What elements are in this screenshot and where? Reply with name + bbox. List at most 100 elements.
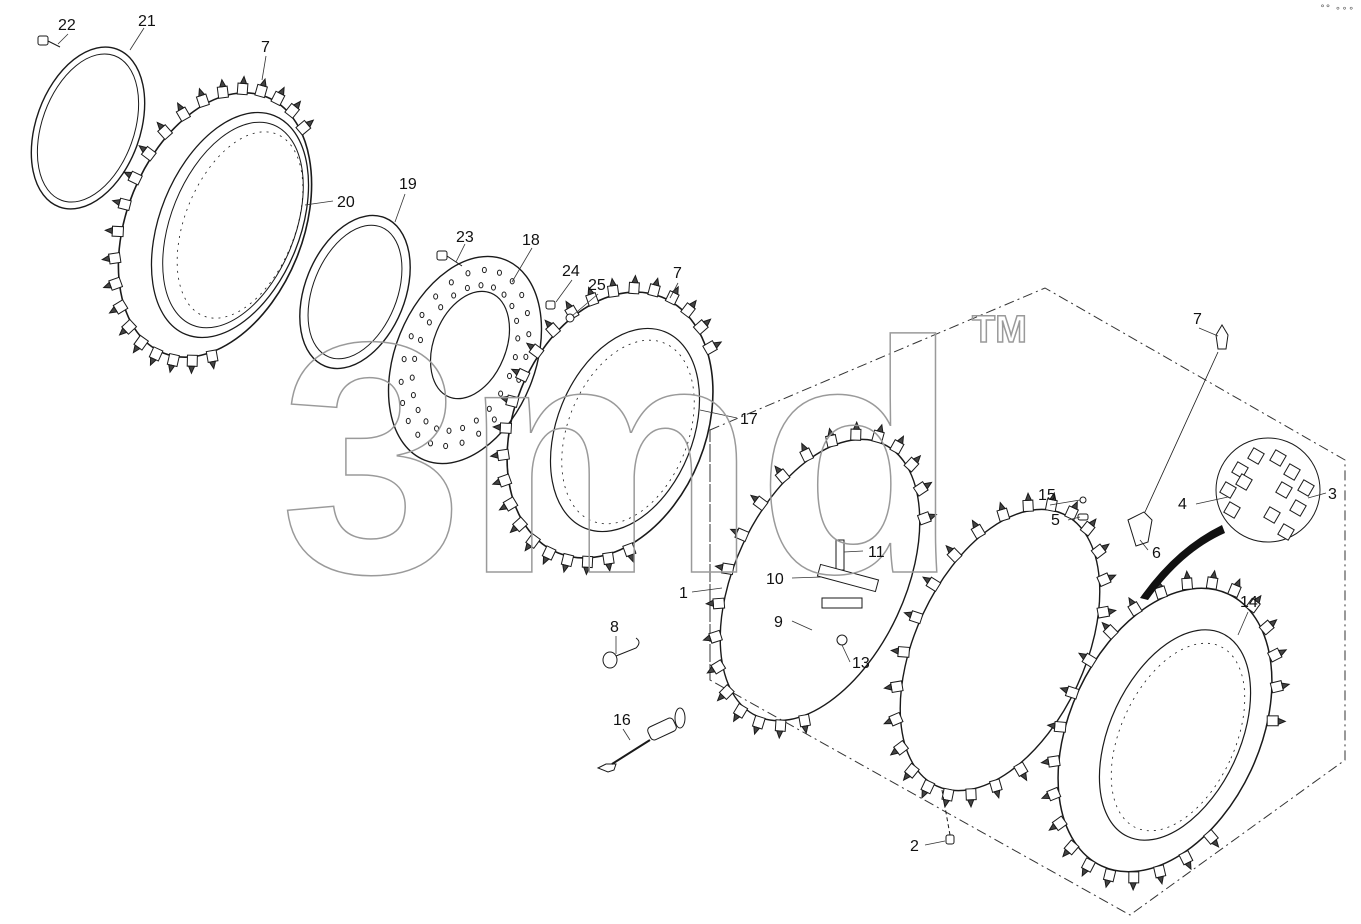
cutter-tooth — [1040, 786, 1062, 802]
callout-24: 24 — [562, 263, 580, 280]
cutter-tooth — [186, 354, 198, 375]
callout-23: 23 — [456, 229, 474, 246]
bolt-hole — [491, 416, 497, 423]
cutter-tooth — [749, 494, 769, 512]
callout-1: 1 — [679, 585, 688, 602]
cutter-tooth — [751, 714, 766, 736]
cutter-tooth — [1245, 594, 1262, 614]
cutter-drum-ring-20 — [117, 92, 313, 358]
bolt-hole — [459, 439, 465, 446]
callout-5: 5 — [1051, 512, 1060, 529]
cutter-tooth — [236, 75, 249, 96]
cutter-tooth — [254, 77, 269, 99]
bolt-hole — [476, 430, 482, 437]
bolt-23 — [436, 250, 463, 267]
cutter-tooth — [922, 576, 942, 593]
bolt-hole — [523, 353, 529, 361]
cutter-tooth — [1048, 815, 1068, 832]
cutter-tooth — [166, 352, 181, 374]
bolt-hole — [448, 279, 454, 286]
small-parts-5-15 — [1077, 496, 1089, 521]
cutter-tooth — [1079, 518, 1097, 537]
cutter-tooth — [799, 442, 815, 463]
cutter-tooth — [1266, 647, 1288, 663]
cutter-tooth — [889, 739, 910, 756]
cutter-tooth — [132, 334, 150, 354]
cutter-tooth — [647, 277, 661, 298]
cutter-tooth — [270, 86, 286, 107]
watermark-trademark: TM — [972, 309, 1027, 351]
callout-11: 11 — [868, 544, 885, 561]
holder-detail — [1223, 501, 1241, 519]
cutter-tooth — [716, 683, 735, 702]
bolt-hole — [415, 406, 421, 414]
cutter-tooth — [607, 277, 620, 298]
callout-8: 8 — [610, 619, 619, 636]
bolt-hole — [419, 311, 425, 319]
cutter-tooth — [295, 119, 315, 136]
cutter-tooth — [850, 420, 862, 441]
cutter-tooth — [499, 394, 520, 408]
cutter-tooth — [774, 465, 791, 485]
bolt-hole — [428, 440, 434, 447]
cutter-tooth — [732, 702, 749, 723]
cutter-tooth — [1080, 857, 1097, 877]
cutting-pick-7 — [1144, 324, 1229, 513]
cutter-tooth — [883, 711, 904, 727]
cutter-tooth — [510, 367, 531, 383]
cutter-tooth — [195, 87, 210, 109]
bolt-hole — [464, 284, 470, 292]
holder-detail — [1283, 463, 1301, 481]
callout-2: 2 — [910, 838, 919, 855]
cutter-teeth-17 — [489, 274, 723, 576]
cutter-tooth — [1022, 492, 1034, 513]
bolt-22 — [37, 35, 61, 48]
flange-disc-18 — [387, 255, 543, 465]
cutter-tooth — [692, 318, 712, 336]
bolt-hole — [412, 355, 418, 362]
cutter-teeth-20 — [101, 75, 315, 375]
bolt-24-25 — [545, 300, 575, 323]
cutter-tooth — [1205, 569, 1219, 590]
cutter-tooth — [1227, 577, 1242, 599]
bolt-hole — [405, 417, 411, 425]
cutter-tooth — [1153, 864, 1167, 885]
cutter-tooth — [1127, 596, 1143, 617]
cutter-tooth — [108, 299, 129, 315]
bolt-hole — [410, 392, 416, 399]
bolt-hole — [507, 372, 513, 380]
watermark: 3md TM — [279, 272, 1027, 643]
cutter-tooth — [602, 551, 615, 573]
bolt-hole — [473, 417, 479, 424]
bolt-hole — [446, 427, 452, 434]
detail-holders — [1219, 447, 1315, 541]
cutter-tooth — [714, 562, 735, 576]
callout-labels: 22 21 7 20 19 23 18 24 25 7 17 7 4 3 15 … — [58, 13, 1337, 855]
holder-detail — [1275, 481, 1293, 499]
callout-13: 13 — [852, 655, 870, 672]
bolt-hole — [478, 282, 484, 289]
holder-detail — [1235, 473, 1253, 491]
bolt-hole — [409, 374, 415, 381]
detail-pointer-arrow — [1140, 525, 1225, 600]
bolt-hole — [408, 333, 414, 340]
cutter-tooth — [1040, 755, 1061, 768]
holder-detail — [1277, 523, 1295, 541]
cutter-tooth — [705, 597, 726, 610]
holder-detail — [1219, 481, 1237, 499]
callout-20: 20 — [337, 194, 355, 211]
callout-21: 21 — [138, 13, 156, 30]
cutter-tooth — [1102, 868, 1117, 889]
bolt-hole — [465, 270, 471, 277]
callout-10: 10 — [766, 571, 784, 588]
tool-holder-6 — [1127, 511, 1153, 547]
cutter-tooth — [138, 144, 157, 162]
cutter-tooth — [284, 100, 302, 119]
bolt-hole — [514, 317, 520, 324]
callout-7: 7 — [673, 265, 682, 282]
leader-lines — [57, 27, 1327, 846]
cutter-tooth — [883, 680, 904, 694]
bolt-hole — [451, 292, 457, 299]
bolt-hole — [501, 291, 507, 298]
